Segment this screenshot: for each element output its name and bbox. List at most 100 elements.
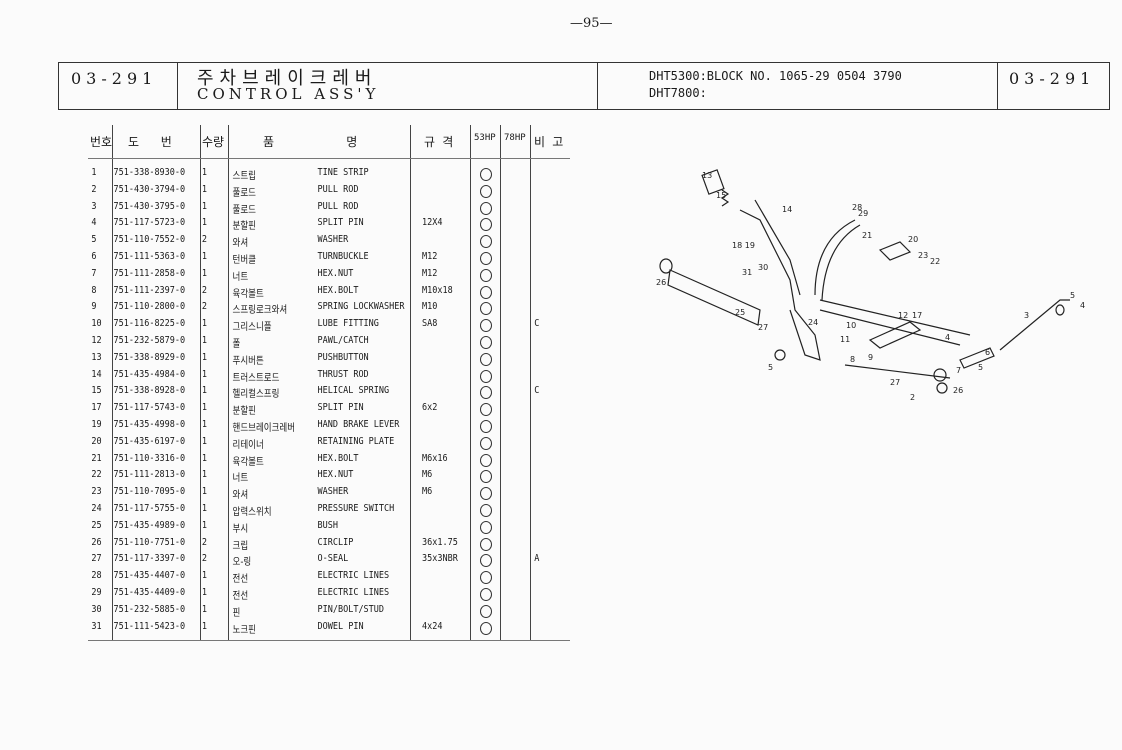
callout-label: 24 [808,318,818,327]
quantity: 1 [201,620,208,632]
name-english: HEX.NUT [317,267,354,279]
name-korean: 노크핀 [232,624,256,636]
item-number: 27 [91,553,102,565]
callout-label: 21 [862,231,872,240]
spec: SA8 [422,318,438,330]
item-number: 12 [91,335,102,346]
item-number: 15 [91,385,102,397]
53hp-applicable-mark [480,285,492,299]
part-number: 751-435-4998-0 [113,419,186,430]
header-name: 품 명 [263,135,358,149]
quantity: 1 [201,217,208,229]
callout-label: 5 [978,363,983,372]
name-english: PAWL/CATCH [317,335,369,346]
53hp-applicable-mark [480,268,492,282]
spec: 4x24 [422,620,443,632]
section-code-left: 03-291 [71,69,158,88]
53hp-applicable-mark [480,436,492,450]
item-number: 1 [91,167,97,178]
name-korean: 압력스위치 [232,507,272,518]
item-number: 31 [91,620,102,632]
item-number: 26 [91,536,102,548]
quantity: 1 [201,385,208,397]
circlip [659,258,673,274]
part-number: 751-111-5423-0 [113,620,186,632]
callout-label: 28 [852,203,862,212]
spec: 36x1.75 [422,536,458,548]
item-number: 5 [91,234,97,246]
quantity: 1 [201,402,208,414]
name-korean: 육각볼트 [232,288,264,300]
part-number: 751-435-4989-0 [113,519,186,531]
item-number: 6 [91,251,97,262]
quantity: 1 [201,419,208,430]
quantity: 1 [201,587,208,598]
53hp-applicable-mark [480,453,492,467]
name-english: HELICAL SPRING [317,385,390,397]
header-qty: 수량 [202,135,225,149]
page-number: —95— [570,16,613,31]
item-number: 10 [91,318,102,330]
callout-label: 30 [758,263,768,272]
item-number: 30 [91,603,102,615]
header-78hp: 78HP [504,133,526,143]
53hp-applicable-mark [480,588,492,601]
53hp-applicable-mark [480,201,492,215]
item-number: 13 [91,351,102,363]
name-korean: 육각볼트 [232,456,264,468]
part-number: 751-110-2800-0 [113,301,186,313]
callout-label: 7 [956,366,961,375]
name-english: ELECTRIC LINES [317,570,390,582]
quantity: 1 [201,486,208,498]
item-number: 4 [91,217,97,229]
callout-label: 2 [910,393,915,402]
53hp-applicable-mark [480,470,492,484]
name-english: O-SEAL [317,553,349,565]
53hp-applicable-mark [480,554,492,568]
53hp-applicable-mark [480,604,492,618]
callout-label: 29 [858,209,868,218]
callout-label: 25 [735,308,745,317]
part-number: 751-435-6197-0 [113,435,186,447]
quantity: 1 [201,570,208,582]
53hp-applicable-mark [480,386,492,400]
name-english: SPLIT PIN [317,402,364,414]
53hp-applicable-mark [480,571,492,585]
item-number: 3 [91,200,97,212]
callout-label: 4 [945,333,950,342]
quantity: 1 [201,469,208,481]
part-number: 751-111-2813-0 [113,469,186,481]
part-number: 751-435-4409-0 [113,587,186,598]
part-number: 751-232-5885-0 [113,603,186,615]
quantity: 1 [201,435,208,447]
name-korean: 전선 [232,574,249,586]
spec: M10 [422,301,438,313]
name-english: SPLIT PIN [317,217,364,229]
part-number: 751-110-7552-0 [113,234,186,246]
53hp-applicable-mark [480,184,492,198]
spec: M12 [422,251,438,262]
callout-label: 8 [850,355,855,364]
callout-label: 31 [742,268,752,277]
spec: M6 [422,486,433,498]
name-korean: 분할핀 [232,221,256,233]
quantity: 2 [201,284,208,296]
item-number: 8 [91,284,97,296]
spec: M10x18 [422,284,453,296]
part-number: 751-338-8930-0 [113,167,186,178]
